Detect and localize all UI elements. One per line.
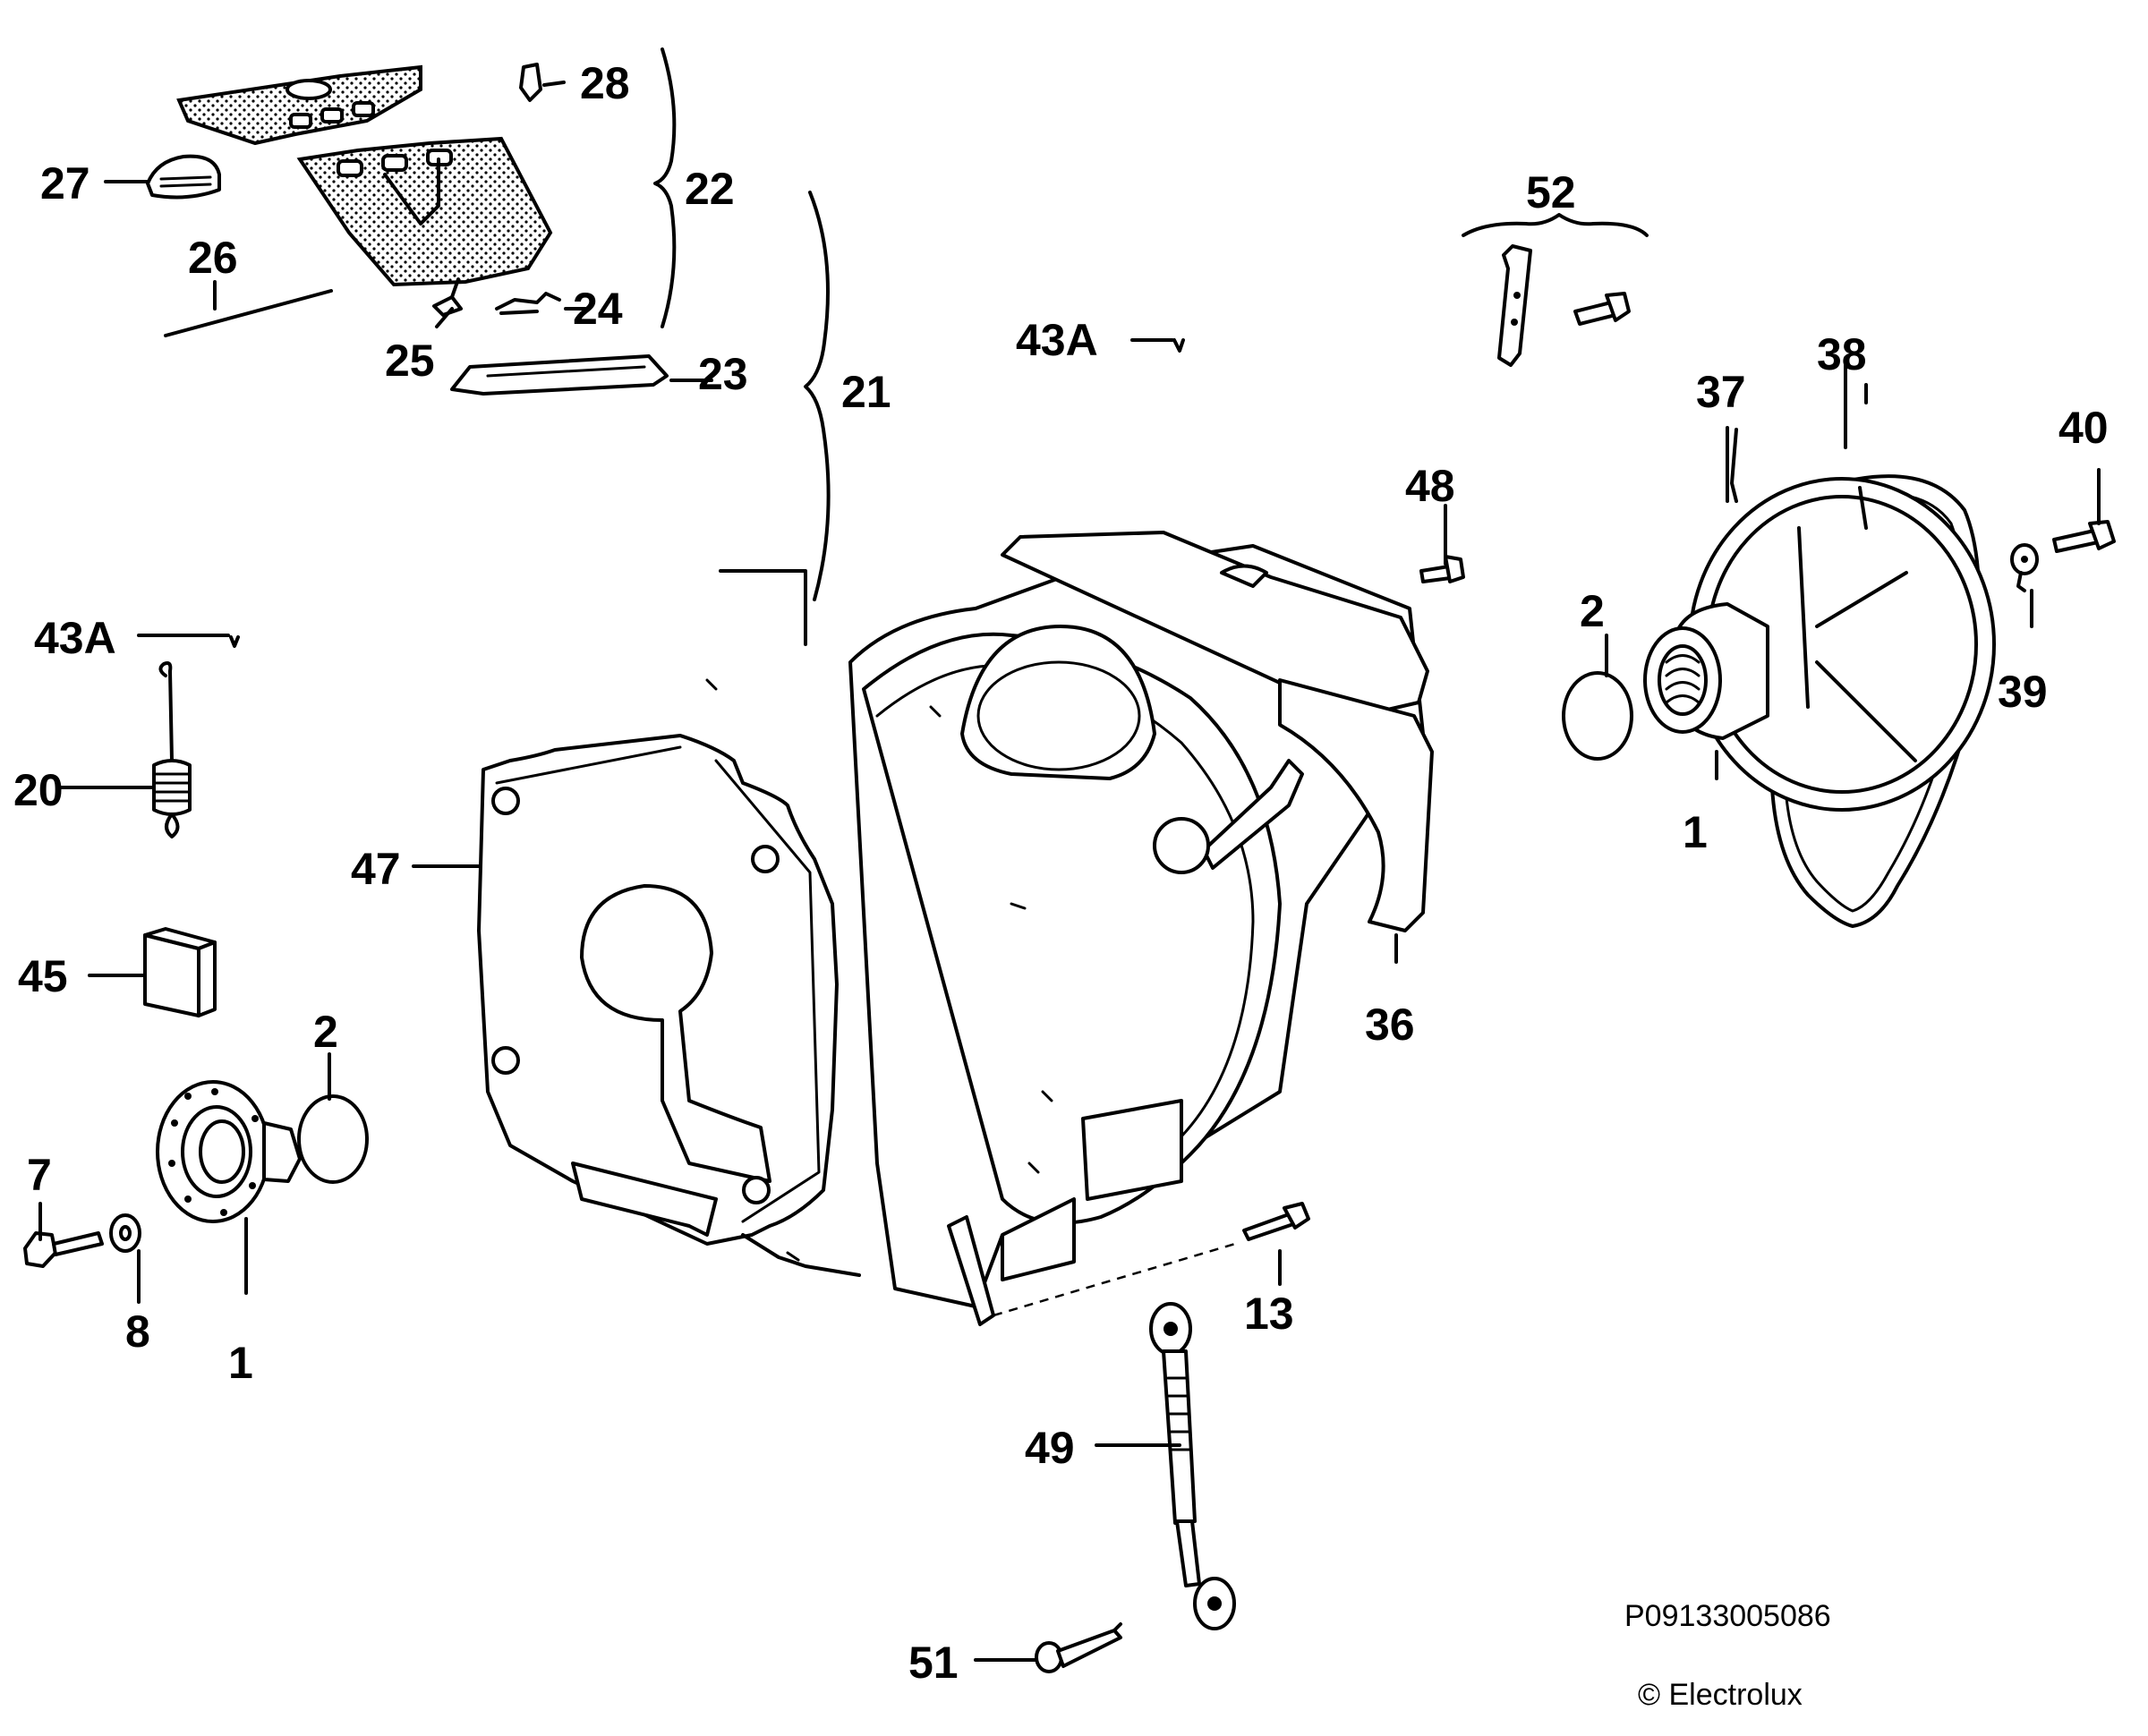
label-13: 13 xyxy=(1244,1289,1294,1339)
bolt-7 xyxy=(23,1231,104,1268)
label-28: 28 xyxy=(580,58,630,108)
label-49: 49 xyxy=(1025,1423,1075,1473)
label-40: 40 xyxy=(2058,403,2109,453)
label-1-left: 1 xyxy=(228,1338,253,1388)
copyright: © Electrolux xyxy=(1638,1678,1803,1712)
rod-26 xyxy=(164,289,333,337)
pin-51 xyxy=(1035,1622,1122,1673)
leader-lines xyxy=(38,81,2101,1662)
label-51: 51 xyxy=(908,1638,959,1688)
label-23: 23 xyxy=(698,349,748,399)
label-25: 25 xyxy=(385,336,435,386)
label-48: 48 xyxy=(1405,461,1455,511)
label-36: 36 xyxy=(1365,1000,1415,1050)
clip-24 xyxy=(495,292,561,315)
shock-absorber-49 xyxy=(1149,1302,1236,1630)
spring-hook-43a-top xyxy=(1172,338,1185,353)
label-52: 52 xyxy=(1526,167,1576,217)
clip-25 xyxy=(432,277,463,317)
washer-8 xyxy=(109,1213,141,1253)
block-45 xyxy=(143,927,217,1017)
label-24: 24 xyxy=(573,284,623,334)
screw-48 xyxy=(1419,555,1465,583)
label-1-right: 1 xyxy=(1683,807,1708,857)
bearing-housing-1-right xyxy=(1643,602,1769,740)
label-2-right: 2 xyxy=(1580,586,1605,636)
label-43a-top: 43A xyxy=(1016,315,1098,365)
brace-52 xyxy=(1462,213,1649,237)
label-39: 39 xyxy=(1998,667,2048,717)
screw-28 xyxy=(519,63,542,102)
part-code: P09133005086 xyxy=(1624,1599,1831,1633)
label-22: 22 xyxy=(685,164,735,214)
bearing-housing-1-left xyxy=(156,1080,302,1223)
detergent-drawer-cover xyxy=(176,64,422,146)
channel-23 xyxy=(450,354,669,396)
label-26: 26 xyxy=(188,233,238,283)
oring-2-right xyxy=(1562,671,1633,761)
label-21: 21 xyxy=(841,367,891,417)
bracket-52 xyxy=(1497,244,1532,367)
tub-assembly xyxy=(477,531,1434,1326)
label-27: 27 xyxy=(40,158,90,208)
label-38: 38 xyxy=(1817,329,1867,379)
label-20: 20 xyxy=(13,765,64,815)
detergent-drawer-insert xyxy=(296,136,553,287)
label-2-left: 2 xyxy=(313,1007,338,1057)
dashed-guide-13 xyxy=(993,1242,1236,1317)
label-7: 7 xyxy=(27,1150,52,1200)
brace-22 xyxy=(653,47,677,328)
bolt-40 xyxy=(2052,520,2116,553)
drawer-clip-27 xyxy=(146,154,221,200)
screw-13 xyxy=(1242,1202,1310,1241)
washer-39 xyxy=(2010,543,2039,592)
label-47: 47 xyxy=(351,844,401,894)
screw-52 xyxy=(1573,292,1631,326)
spring-hook-43a-left xyxy=(229,635,240,648)
part-number-labels: 28 22 27 26 25 24 23 21 43A 52 38 37 40 … xyxy=(13,58,2109,1688)
label-43a-left: 43A xyxy=(34,613,116,663)
brace-21 xyxy=(804,191,831,601)
oring-2-left xyxy=(297,1094,369,1184)
drive-belt-38 xyxy=(1767,474,1982,928)
spring-20 xyxy=(152,661,192,838)
label-37: 37 xyxy=(1696,367,1746,417)
label-45: 45 xyxy=(18,951,68,1001)
label-8: 8 xyxy=(125,1306,150,1357)
